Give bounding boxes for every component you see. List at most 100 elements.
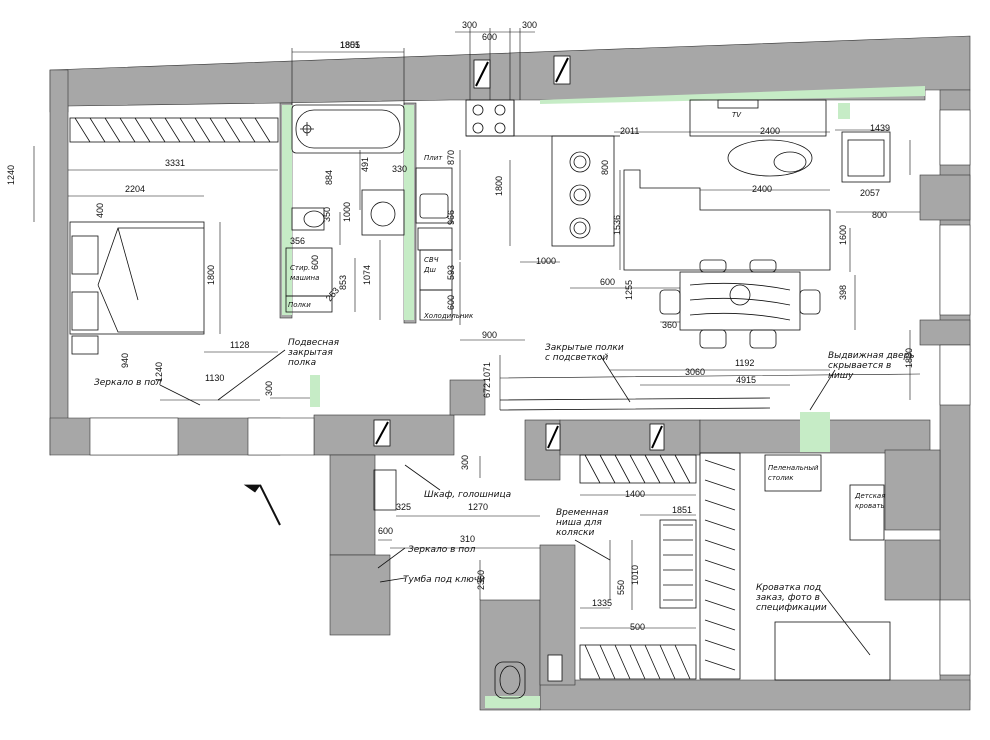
dimension-label: 1439 bbox=[870, 123, 890, 133]
green-accents bbox=[282, 86, 925, 708]
dimension-label: 1400 bbox=[625, 489, 645, 499]
dimension-label: 3331 bbox=[165, 158, 185, 168]
dimension-label: 800 bbox=[872, 210, 887, 220]
dimension-label: 593 bbox=[446, 265, 456, 280]
dimension-label: 1255 bbox=[624, 280, 634, 300]
dimension-label: 966 bbox=[446, 210, 456, 225]
toilet bbox=[291, 207, 325, 231]
dimension-label: 4915 bbox=[736, 375, 756, 385]
dimension-label: 330 bbox=[392, 164, 407, 174]
dimension-label: 884 bbox=[324, 170, 334, 185]
crib bbox=[774, 621, 891, 681]
dimension-label: 1800 bbox=[494, 176, 504, 196]
dimension-label: 940 bbox=[120, 353, 130, 368]
label-washer: Стир.машина bbox=[290, 264, 319, 282]
dimension-label: 2204 bbox=[125, 184, 145, 194]
dimension-label: 300 bbox=[522, 20, 537, 30]
dimension-label: 2400 bbox=[760, 126, 780, 136]
dimension-label: 672 bbox=[482, 383, 492, 398]
dimension-label: 1851 bbox=[340, 40, 360, 50]
dimension-label: 398 bbox=[838, 285, 848, 300]
dimension-label: 300 bbox=[462, 20, 477, 30]
label-tv: TV bbox=[732, 111, 742, 119]
dimension-label: 1335 bbox=[592, 598, 612, 608]
label-mirror-floor-1: Зеркало в пол bbox=[94, 378, 162, 388]
bathroom bbox=[285, 104, 453, 321]
dimension-label: 400 bbox=[95, 203, 105, 218]
dimension-label: 300 bbox=[460, 455, 470, 470]
dimension-label: 1071 bbox=[482, 362, 492, 382]
label-oven: Плит bbox=[424, 154, 443, 162]
dimension-label: 1130 bbox=[205, 373, 224, 383]
lower-rooms bbox=[373, 452, 891, 699]
label-key-stand: Тумба под ключи bbox=[403, 575, 485, 585]
dimension-label: 491 bbox=[360, 157, 370, 172]
dimension-label: 1128 bbox=[230, 340, 249, 350]
dimension-label: 1800 bbox=[904, 348, 914, 368]
dimension-label: 900 bbox=[482, 330, 497, 340]
dimension-label: 870 bbox=[446, 150, 456, 165]
label-mirror-floor-2: Зеркало в пол bbox=[408, 545, 476, 555]
dimension-label: 360 bbox=[662, 320, 677, 330]
label-shelves: Полки bbox=[288, 301, 311, 309]
dimension-label: 2011 bbox=[620, 126, 639, 136]
label-wardrobe-hood: Шкаф, голошница bbox=[424, 490, 511, 500]
armchair bbox=[841, 131, 891, 183]
dimension-label: 500 bbox=[630, 622, 645, 632]
dimension-label: 853 bbox=[338, 275, 348, 290]
dimension-label: 600 bbox=[482, 32, 497, 42]
dimension-label: 300 bbox=[264, 381, 274, 396]
windows bbox=[89, 109, 971, 676]
sink bbox=[361, 189, 405, 236]
dimension-label: 1000 bbox=[536, 256, 556, 266]
dimension-label: 1000 bbox=[342, 202, 352, 222]
label-fridge: Холодильник bbox=[423, 312, 474, 320]
dimension-label: 1074 bbox=[362, 265, 372, 285]
dimension-label: 1805 bbox=[340, 40, 360, 50]
changing-table bbox=[764, 454, 822, 492]
dimension-label: 1851 bbox=[672, 505, 692, 515]
window-markers bbox=[373, 55, 665, 682]
dimension-label: 2400 bbox=[752, 184, 772, 194]
dimension-values: 1805 300 600 300 3331 2204 1240 400 1800 1128 940 1… bbox=[6, 20, 914, 632]
cooktop bbox=[465, 99, 515, 137]
dimension-label: 1240 bbox=[6, 165, 16, 185]
dimension-label: 325 bbox=[396, 502, 411, 512]
bathtub bbox=[291, 104, 405, 154]
dimension-label: 800 bbox=[600, 160, 610, 175]
dimension-label: 356 bbox=[290, 236, 305, 246]
dimension-label: 1240 bbox=[154, 362, 164, 382]
dimension-label: 550 bbox=[616, 580, 626, 595]
dimension-label: 1536 bbox=[612, 215, 622, 235]
dimension-lines bbox=[33, 28, 921, 629]
dimension-label: 600 bbox=[600, 277, 615, 287]
leader-lines bbox=[159, 349, 871, 656]
dimension-label: 1600 bbox=[838, 225, 848, 245]
dimension-label: 1010 bbox=[630, 565, 640, 585]
dimension-label: 1800 bbox=[206, 265, 216, 285]
kitchen-living bbox=[465, 99, 891, 411]
dimension-label: 1192 bbox=[735, 358, 754, 368]
dimension-label: 310 bbox=[460, 534, 475, 544]
dimension-label: 600 bbox=[310, 255, 320, 270]
dimension-label: 2360 bbox=[476, 570, 486, 590]
dimension-label: 600 bbox=[378, 526, 393, 536]
dimension-label: 1270 bbox=[468, 502, 488, 512]
coffee-table bbox=[727, 139, 813, 177]
bed bbox=[69, 221, 205, 335]
dining-table bbox=[679, 271, 801, 331]
kitchen-island bbox=[551, 135, 615, 247]
dimension-label: 600 bbox=[446, 295, 456, 310]
dimension-label: 2057 bbox=[860, 188, 880, 198]
dimension-label: 3060 bbox=[685, 367, 705, 377]
